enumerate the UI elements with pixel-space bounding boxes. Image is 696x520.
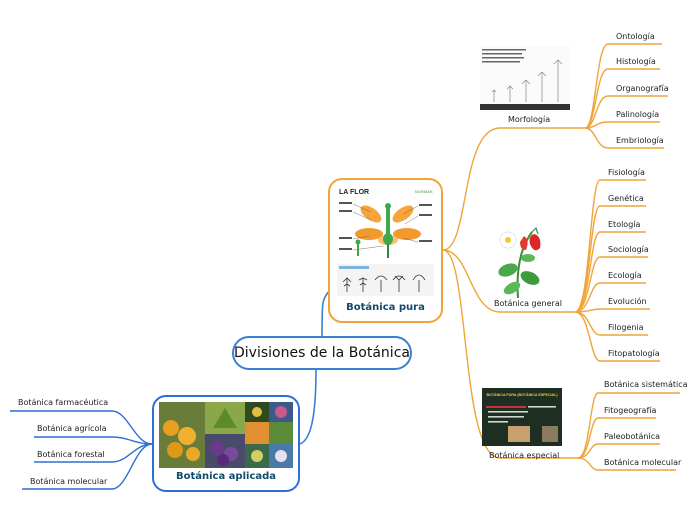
leaf-botanica-forestal[interactable]: Botánica forestal bbox=[37, 450, 105, 459]
leaf-ontologia[interactable]: Ontología bbox=[616, 32, 655, 41]
root-topic-label: Divisiones de la Botánica bbox=[234, 345, 410, 361]
topic-morfologia[interactable]: Morfología bbox=[508, 115, 550, 124]
topic-botanica-especial[interactable]: Botánica especial bbox=[489, 451, 559, 460]
leaf-botanica-molecular-aplicada[interactable]: Botánica molecular bbox=[30, 477, 108, 486]
slide-title: BOTÁNICA PURA (BOTÁNICA ESPECIAL) bbox=[486, 392, 558, 397]
leaf-etologia[interactable]: Etología bbox=[608, 220, 641, 229]
strawberry-plant-image bbox=[490, 222, 550, 300]
topic-morfologia-label: Morfología bbox=[508, 115, 551, 124]
leaf-embriologia[interactable]: Embriología bbox=[616, 136, 664, 145]
leaf-filogenia[interactable]: Filogenia bbox=[608, 323, 644, 332]
leaf-ecologia[interactable]: Ecología bbox=[608, 271, 642, 280]
leaf-organografia[interactable]: Organografía bbox=[616, 84, 669, 93]
flower-diagram-image: LA FLOR NORMAS bbox=[333, 184, 438, 299]
leaf-genetica[interactable]: Genética bbox=[608, 194, 644, 203]
plants-collage-image bbox=[159, 402, 293, 468]
botanica-especial-slide-image: BOTÁNICA PURA (BOTÁNICA ESPECIAL) bbox=[482, 388, 562, 446]
leaf-fitopatologia[interactable]: Fitopatología bbox=[608, 349, 660, 358]
leaf-fitogeografia[interactable]: Fitogeografía bbox=[604, 406, 657, 415]
topic-botanica-aplicada[interactable]: Botánica aplicada bbox=[152, 395, 300, 492]
leaf-botanica-sistematica[interactable]: Botánica sistemática bbox=[604, 380, 688, 389]
topic-botanica-pura-label: Botánica pura bbox=[346, 302, 425, 313]
leaf-fisiologia[interactable]: Fisiología bbox=[608, 168, 645, 177]
leaf-evolucion[interactable]: Evolución bbox=[608, 297, 647, 306]
topic-botanica-pura[interactable]: LA FLOR NORMAS bbox=[328, 178, 443, 323]
leaf-palinologia[interactable]: Palinología bbox=[616, 110, 660, 119]
leaf-botanica-agricola[interactable]: Botánica agrícola bbox=[37, 424, 107, 433]
leaf-botanica-farmaceutica[interactable]: Botánica farmacéutica bbox=[18, 398, 109, 407]
leaf-paleobotanica[interactable]: Paleobotánica bbox=[604, 432, 661, 441]
leaf-histologia[interactable]: Histología bbox=[616, 57, 656, 66]
leaf-sociologia[interactable]: Sociología bbox=[608, 245, 649, 254]
topic-botanica-general[interactable]: Botánica general bbox=[494, 299, 562, 308]
root-topic[interactable]: Divisiones de la Botánica bbox=[232, 336, 412, 370]
flower-diagram-title: LA FLOR bbox=[339, 189, 369, 196]
topic-botanica-general-label: Botánica general bbox=[494, 299, 562, 308]
topic-botanica-aplicada-label: Botánica aplicada bbox=[175, 471, 277, 482]
morfologia-image bbox=[480, 46, 570, 110]
leaf-botanica-molecular-especial[interactable]: Botánica molecular bbox=[604, 458, 682, 467]
flower-diagram-tag: NORMAS bbox=[415, 189, 433, 194]
topic-botanica-especial-label: Botánica especial bbox=[489, 451, 560, 460]
